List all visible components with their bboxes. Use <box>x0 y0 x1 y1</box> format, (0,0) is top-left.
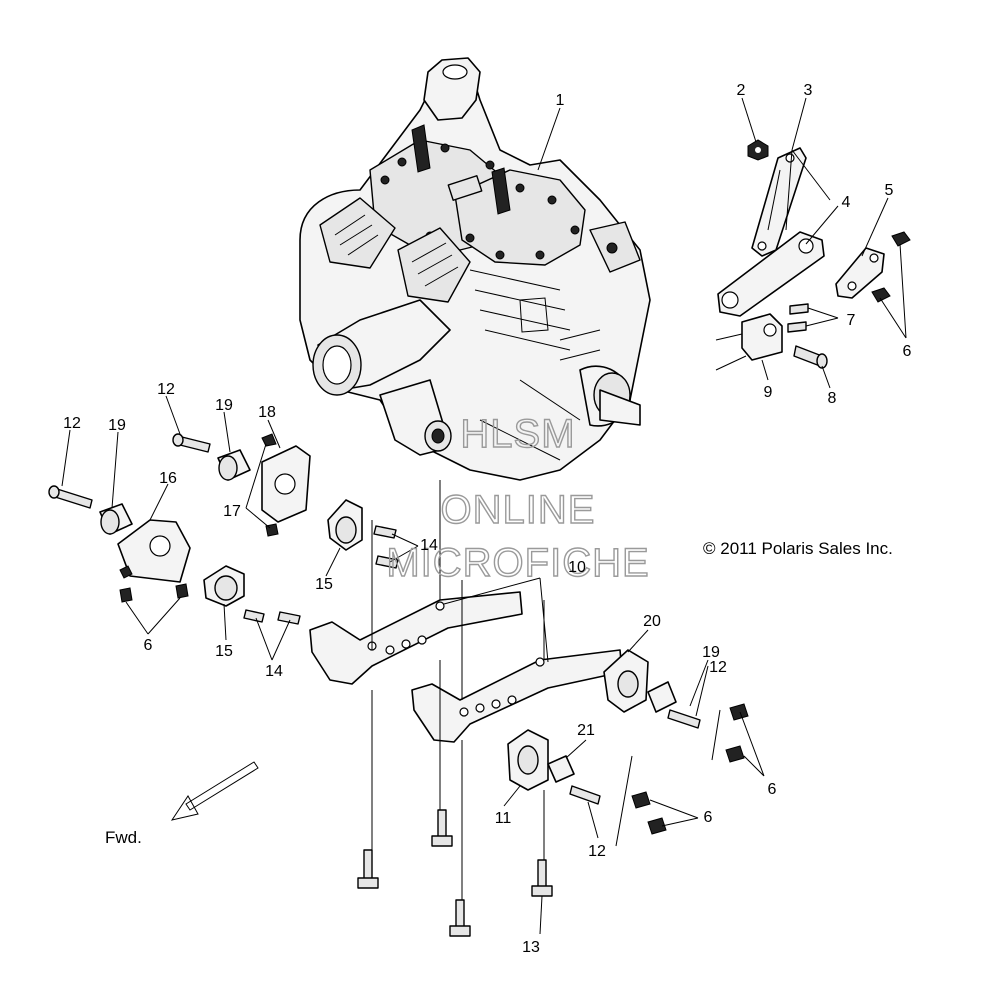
left-mount-parts <box>48 433 399 625</box>
callout-10: 10 <box>568 559 586 576</box>
callout-18: 18 <box>258 404 276 421</box>
callout-15: 15 <box>215 643 233 660</box>
watermark-line-1: HLSM <box>460 412 575 456</box>
copyright-notice: © 2011 Polaris Sales Inc. <box>703 539 893 558</box>
callout-21: 21 <box>577 722 595 739</box>
callout-3: 3 <box>804 82 813 99</box>
callout-7: 7 <box>847 312 856 329</box>
callout-20: 20 <box>643 613 661 630</box>
callout-19: 19 <box>702 644 720 661</box>
callout-11: 11 <box>495 810 512 827</box>
callout-8: 8 <box>828 390 837 407</box>
callout-5: 5 <box>885 182 894 199</box>
engine-assembly <box>299 57 651 481</box>
callout-2: 2 <box>737 82 746 99</box>
callout-19: 19 <box>215 397 233 414</box>
callout-9: 9 <box>764 384 773 401</box>
upper-right-mount-parts <box>715 139 911 371</box>
callout-13: 13 <box>522 939 540 956</box>
callout-17: 17 <box>223 503 241 520</box>
callout-labels: 1 2 3 4 5 6 7 8 9 12 12 19 18 19 16 17 1… <box>63 82 911 956</box>
callout-15: 15 <box>315 576 333 593</box>
callout-12: 12 <box>157 381 175 398</box>
callout-6: 6 <box>903 343 912 360</box>
callout-12: 12 <box>588 843 606 860</box>
callout-6: 6 <box>144 637 153 654</box>
callout-1: 1 <box>556 92 565 109</box>
leader-lines <box>61 97 907 935</box>
watermark-line-2: ONLINE <box>441 488 596 532</box>
callout-19: 19 <box>108 417 126 434</box>
watermark-line-3: MICROFICHE <box>386 541 649 585</box>
callout-12: 12 <box>63 415 81 432</box>
forward-arrow <box>170 761 259 821</box>
callout-12: 12 <box>709 659 727 676</box>
callout-14: 14 <box>420 537 438 554</box>
callout-6: 6 <box>704 809 713 826</box>
callout-14: 14 <box>265 663 283 680</box>
callout-16: 16 <box>159 470 177 487</box>
mount-rails <box>309 591 749 937</box>
callout-4: 4 <box>842 194 851 211</box>
forward-direction-label: Fwd. <box>105 828 142 847</box>
callout-6: 6 <box>768 781 777 798</box>
watermark: HLSM ONLINE MICROFICHE <box>386 411 650 585</box>
